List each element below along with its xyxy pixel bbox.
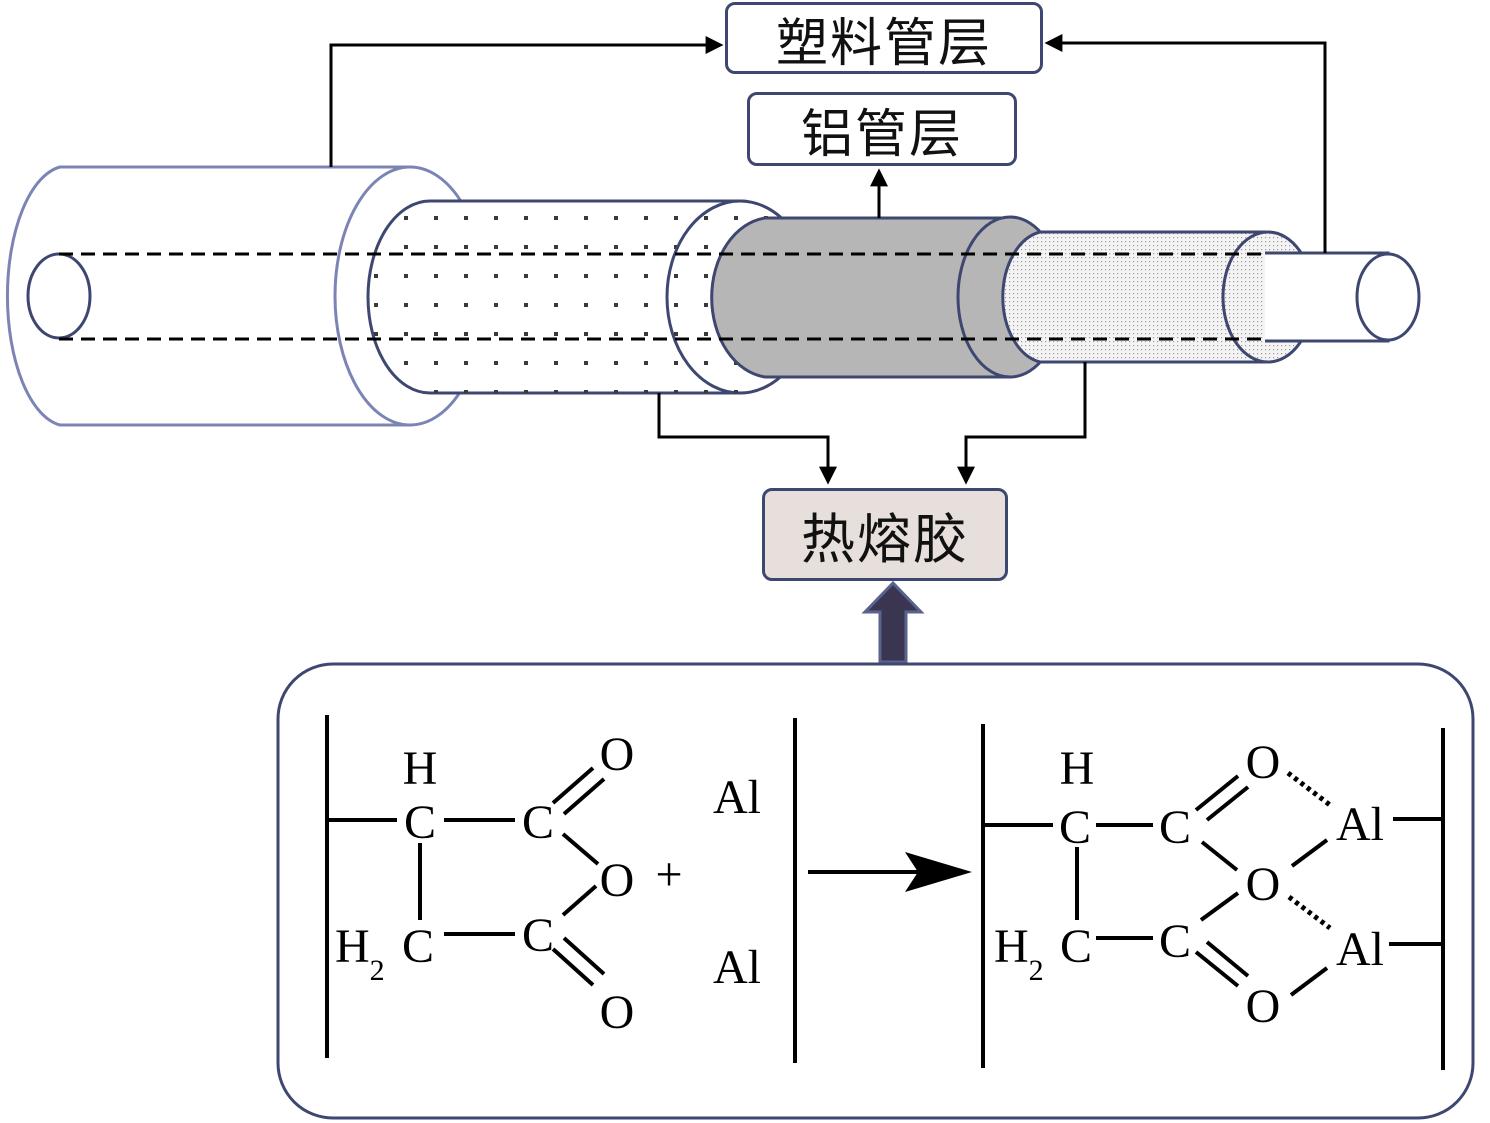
product-atom-c-bottom: C bbox=[1159, 915, 1191, 968]
atom-o-top: O bbox=[600, 728, 635, 781]
aluminum-layer-label: 铝管层 bbox=[747, 92, 1017, 166]
product-atom-c-top: C bbox=[1159, 801, 1191, 854]
atom-h2-subscript: 2 bbox=[370, 954, 385, 987]
right-molecule-bonds bbox=[981, 724, 1445, 1070]
product-atom-c-ch2: C bbox=[1060, 920, 1092, 973]
hot-melt-adhesive-label: 热熔胶 bbox=[762, 488, 1008, 581]
atom-c-top: C bbox=[522, 796, 554, 849]
atom-c-ch: C bbox=[404, 796, 436, 849]
al-atom-bottom: Al bbox=[713, 941, 761, 994]
atom-h: H bbox=[403, 742, 438, 795]
product-atom-o-ring: O bbox=[1246, 858, 1281, 911]
atom-c-bottom: C bbox=[522, 909, 554, 962]
hot-melt-adhesive-text: 热熔胶 bbox=[801, 508, 969, 571]
product-al-top: Al bbox=[1336, 798, 1384, 851]
atom-o-ring: O bbox=[600, 854, 635, 907]
leader-arrows bbox=[329, 34, 1327, 485]
plastic-layer-text: 塑料管层 bbox=[775, 13, 992, 74]
left-molecule-atoms: H C C O O C O H2 C + Al Al bbox=[335, 728, 761, 1039]
upward-block-arrow bbox=[861, 580, 925, 664]
product-atom-o-top: O bbox=[1246, 736, 1281, 789]
reaction-arrow bbox=[808, 852, 972, 892]
product-atom-o-bottom: O bbox=[1246, 980, 1281, 1033]
aluminum-layer-text: 铝管层 bbox=[800, 104, 963, 165]
plastic-layer-label: 塑料管层 bbox=[725, 2, 1043, 74]
atom-o-bottom: O bbox=[600, 986, 635, 1039]
product-atom-h2-subscript: 2 bbox=[1029, 954, 1044, 987]
product-al-bottom: Al bbox=[1336, 923, 1384, 976]
bore-dashed-lines bbox=[59, 252, 1265, 341]
plus-sign: + bbox=[655, 848, 682, 901]
product-atom-h2: H2 bbox=[994, 920, 1044, 987]
product-atom-c-ch: C bbox=[1059, 801, 1091, 854]
atom-h2: H2 bbox=[335, 920, 385, 987]
atom-h2-h: H bbox=[335, 920, 370, 973]
product-atom-h: H bbox=[1060, 742, 1095, 795]
product-atom-h2-h: H bbox=[994, 920, 1029, 973]
left-molecule-bonds bbox=[325, 715, 797, 1063]
al-atom-top: Al bbox=[713, 771, 761, 824]
inner-plastic-pipe bbox=[1265, 251, 1421, 343]
atom-c-ch2: C bbox=[402, 920, 434, 973]
right-molecule-atoms: H C C O O C O H2 C Al Al bbox=[994, 736, 1384, 1033]
reaction-panel bbox=[276, 662, 1475, 1120]
